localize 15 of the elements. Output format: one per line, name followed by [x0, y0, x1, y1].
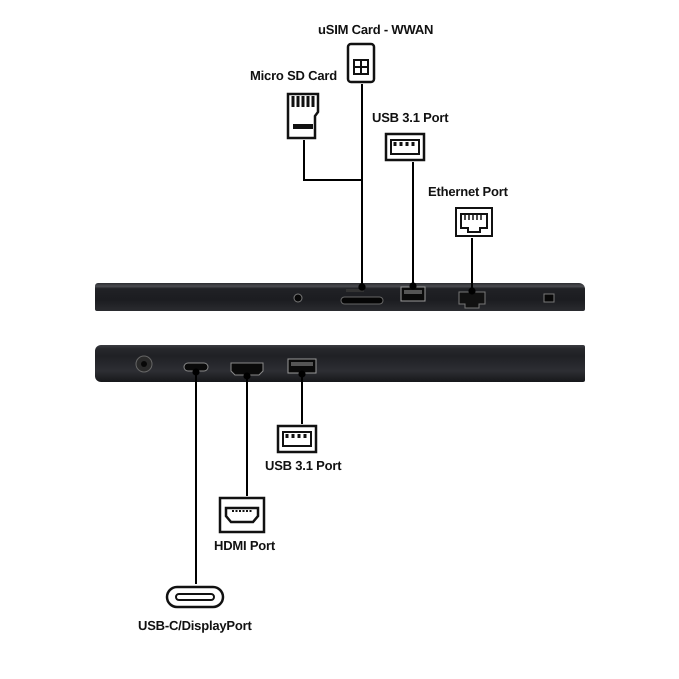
- port-label: USB 3.1 Port: [372, 110, 448, 125]
- port-label: uSIM Card - WWAN: [318, 22, 434, 37]
- port-label: HDMI Port: [214, 538, 276, 553]
- leader-line: [192, 368, 200, 584]
- laptop-side-view: [95, 345, 585, 382]
- port-label: USB 3.1 Port: [265, 458, 342, 473]
- leader-line: [298, 370, 306, 424]
- port-label: USB-C/DisplayPort: [138, 618, 252, 633]
- leader-line: [409, 162, 417, 290]
- port-label: Ethernet Port: [428, 184, 508, 199]
- laptop-side-view: [95, 283, 585, 311]
- port-label: Micro SD Card: [250, 68, 337, 83]
- leader-line: [243, 372, 251, 496]
- leader-line: [468, 238, 476, 295]
- leader-line: [303, 140, 366, 291]
